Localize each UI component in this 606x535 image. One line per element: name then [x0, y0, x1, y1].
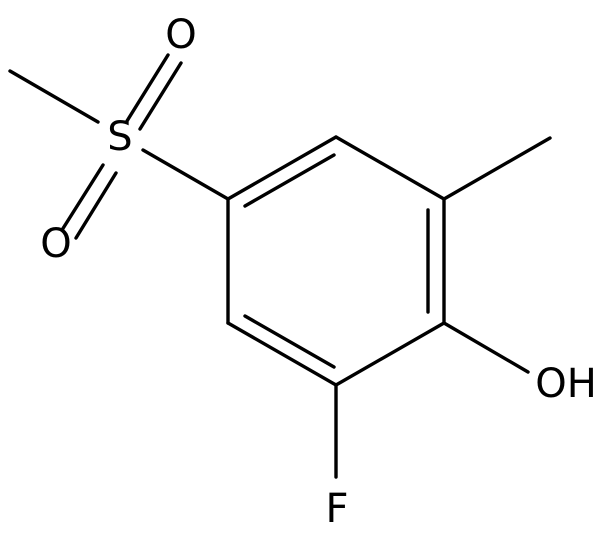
atom-label-hydroxyl: OH	[535, 361, 597, 407]
bond-ch3-s	[8, 69, 100, 124]
bond-ring-c5-c6-inner	[243, 314, 336, 369]
bond-ring-c2-c3	[334, 135, 446, 201]
atom-labels: S O O OH F	[40, 12, 597, 532]
atom-label-fluorine: F	[325, 486, 348, 532]
bond-s-o-lower-a	[60, 163, 105, 232]
bond-ring-methyl	[442, 136, 552, 201]
bond-s-o-upper-a	[125, 53, 170, 123]
bond-ring-c5-c6	[226, 321, 338, 387]
atom-label-oxygen-lower: O	[40, 221, 71, 267]
atom-label-sulfur: S	[107, 114, 132, 160]
bond-ring-c1-c2-inner	[243, 153, 336, 208]
atom-label-oxygen-upper: O	[165, 12, 196, 58]
bond-s-ring	[141, 148, 230, 201]
bond-ring-oh	[442, 321, 530, 374]
bonds	[8, 53, 552, 479]
bond-ring-c1-c2	[226, 135, 338, 201]
bond-s-o-lower-b	[74, 171, 118, 240]
bond-ring-c4-c5	[334, 321, 446, 387]
bond-s-o-upper-b	[138, 61, 183, 131]
